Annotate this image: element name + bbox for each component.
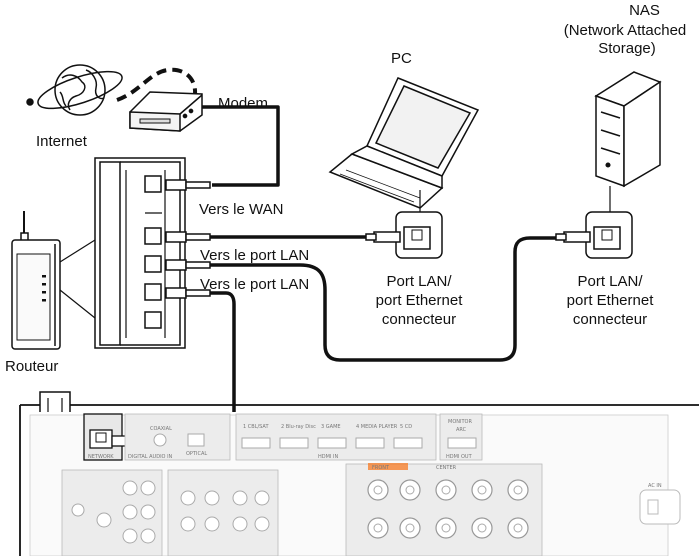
nas-cable <box>210 236 560 362</box>
router-lan-port-2 <box>144 255 162 273</box>
pc-port-label-line2: port Ethernet <box>375 292 463 309</box>
monitor-label: MONITOR <box>448 419 472 425</box>
wan-cable <box>202 105 280 187</box>
nas-tower-icon <box>594 71 662 188</box>
receiver-digital-audio-label: DIGITAL AUDIO IN <box>128 454 173 460</box>
internet-globe-icon <box>26 64 123 116</box>
nas-port-label-line2: port Ethernet <box>566 292 654 309</box>
front-speaker-label: FRONT <box>372 465 390 471</box>
hdmi-in-label: HDMI IN <box>318 454 338 460</box>
nas-port-label-line3: connecteur <box>572 311 648 328</box>
pc-port-label-line3: connecteur <box>381 311 457 328</box>
nas-description-line1: (Network Attached <box>563 22 687 39</box>
router-lan-port-1 <box>144 227 162 245</box>
router-lan-port-3 <box>144 283 162 301</box>
nas-lan-port <box>555 211 633 259</box>
nas-description-line2: Storage) <box>598 40 656 57</box>
pc-label: PC <box>391 50 412 67</box>
hdmi-input-5-label: 5 CD <box>400 424 412 430</box>
router-wan-port <box>144 175 162 193</box>
router-lan-port-4 <box>144 311 162 329</box>
hdmi-input-1-label: 1 CBL/SAT <box>243 424 269 430</box>
routeur-label: Routeur <box>5 358 59 375</box>
internet-modem-link <box>116 67 198 102</box>
ac-in-label: AC IN <box>648 483 662 489</box>
receiver-network-label: NETWORK <box>88 454 114 460</box>
router-ports <box>144 175 162 329</box>
receiver-optical-label: OPTICAL <box>186 451 207 457</box>
nas-port-label-line1: Port LAN/ <box>577 273 643 290</box>
hdmi-input-2-label: 2 Blu-ray Disc <box>281 424 316 430</box>
hdmi-out-label: HDMI OUT <box>446 454 473 460</box>
modem-label: Modem <box>218 95 269 112</box>
hdmi-input-4-label: 4 MEDIA PLAYER <box>356 424 398 430</box>
receiver-coaxial-label: COAXIAL <box>150 426 172 432</box>
hdmi-input-3-label: 3 GAME <box>321 424 341 430</box>
nas-title: NAS <box>629 2 660 19</box>
modem-icon <box>129 91 203 132</box>
router-icon <box>11 211 61 350</box>
internet-label: Internet <box>36 133 87 150</box>
pc-laptop-icon <box>328 77 480 209</box>
router-port-panel <box>94 157 186 349</box>
pc-lan-port <box>365 211 443 259</box>
arc-label: ARC <box>456 427 467 433</box>
lan-port-label-2: Vers le port LAN <box>200 276 310 293</box>
zoom-lines <box>59 239 96 319</box>
pc-port-label-line1: Port LAN/ <box>386 273 452 290</box>
router-plugs <box>165 179 211 299</box>
wan-port-label: Vers le WAN <box>199 201 284 218</box>
receiver-rear-panel <box>19 391 699 556</box>
lan-port-label-1: Vers le port LAN <box>200 247 310 264</box>
center-speaker-label: CENTER <box>436 465 457 471</box>
